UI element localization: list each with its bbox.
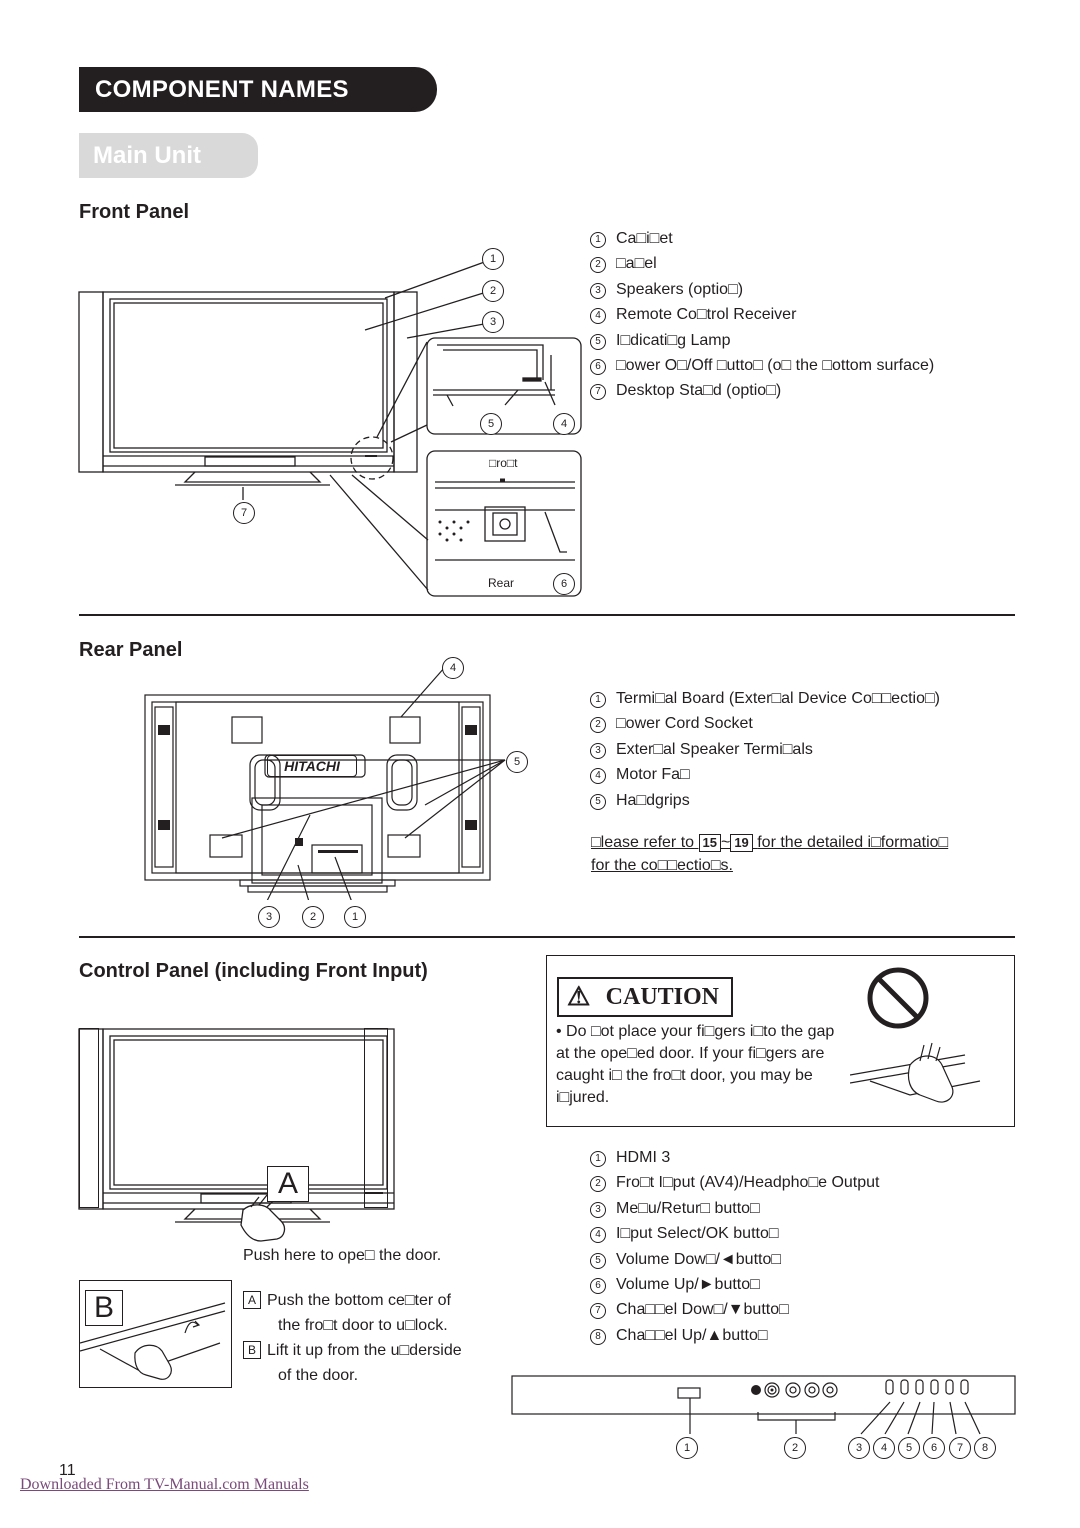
push-caption: Push here to ope□ the door. xyxy=(243,1247,442,1264)
inset-front-label: □ro□t xyxy=(489,456,518,470)
control-panel-heading: Control Panel (including Front Input) xyxy=(79,960,428,982)
label-b-box: B xyxy=(85,1290,123,1326)
label-a-box: A xyxy=(267,1166,309,1202)
front-callout-4: 4 xyxy=(553,413,575,435)
front-input-strip xyxy=(511,1375,1016,1435)
page-ref-19[interactable]: 19 xyxy=(730,834,753,852)
page-ref-15[interactable]: 15 xyxy=(698,834,721,852)
input-callout-4: 4 xyxy=(873,1437,895,1459)
rear-note: □lease refer to 15~19 for the detailed i… xyxy=(591,834,949,874)
rear-callout-1: 1 xyxy=(344,906,366,928)
input-callout-6: 6 xyxy=(923,1437,945,1459)
divider xyxy=(79,936,1015,938)
front-panel-diagram xyxy=(78,259,582,597)
page-number: 11 xyxy=(59,1462,76,1479)
input-callout-7: 7 xyxy=(949,1437,971,1459)
tv-right-speaker xyxy=(364,1028,388,1208)
divider xyxy=(79,614,1015,616)
input-callout-1: 1 xyxy=(676,1437,698,1459)
tv-left-speaker xyxy=(79,1028,99,1208)
caution-box xyxy=(546,955,1015,1127)
list-item: 6□ower O□/Off □utto□ (o□ the □ottom surf… xyxy=(590,353,934,378)
caution-title: ⚠ CAUTION xyxy=(557,977,733,1017)
caution-text: • Do □ot place your fi□gers i□to the gap… xyxy=(556,1023,835,1106)
rear-callout-3: 3 xyxy=(258,906,280,928)
front-panel-heading: Front Panel xyxy=(79,201,190,223)
rear-panel-heading: Rear Panel xyxy=(79,639,183,661)
section-title-banner: COMPONENT NAMES xyxy=(79,67,437,112)
input-callout-5: 5 xyxy=(898,1437,920,1459)
door-lift-diagram xyxy=(79,1280,232,1388)
front-callout-6: 6 xyxy=(553,573,575,595)
step-a-label: A xyxy=(243,1291,261,1309)
caution-door-illustration xyxy=(850,1042,981,1103)
input-callout-8: 8 xyxy=(974,1437,996,1459)
list-item: 2□ower Cord Socket xyxy=(590,711,940,736)
front-callout-7: 7 xyxy=(233,502,255,524)
warning-triangle-icon: ⚠ xyxy=(567,982,591,1011)
front-callout-2: 2 xyxy=(482,280,504,302)
no-entry-icon xyxy=(867,967,929,1029)
inset-rear-label: Rear xyxy=(488,576,515,590)
download-source-link[interactable]: Downloaded From TV-Manual.com Manuals xyxy=(20,1476,309,1493)
rear-callout-4: 4 xyxy=(442,657,464,679)
rear-callout-2: 2 xyxy=(302,906,324,928)
front-callout-1: 1 xyxy=(482,248,504,270)
rear-panel-diagram xyxy=(144,666,506,900)
door-lift-drawing xyxy=(80,1302,226,1380)
step-b-label: B xyxy=(243,1341,261,1359)
input-callout-3: 3 xyxy=(848,1437,870,1459)
rear-callout-5: 5 xyxy=(506,751,528,773)
rear-brand-plate: HITACHI xyxy=(267,755,357,777)
input-callout-2: 2 xyxy=(784,1437,806,1459)
front-callout-3: 3 xyxy=(482,311,504,333)
list-item: 2□a□el xyxy=(590,251,934,276)
subsection-title: Main Unit xyxy=(79,133,258,178)
control-panel-tv-diagram xyxy=(78,1028,395,1242)
front-callout-5: 5 xyxy=(480,413,502,435)
